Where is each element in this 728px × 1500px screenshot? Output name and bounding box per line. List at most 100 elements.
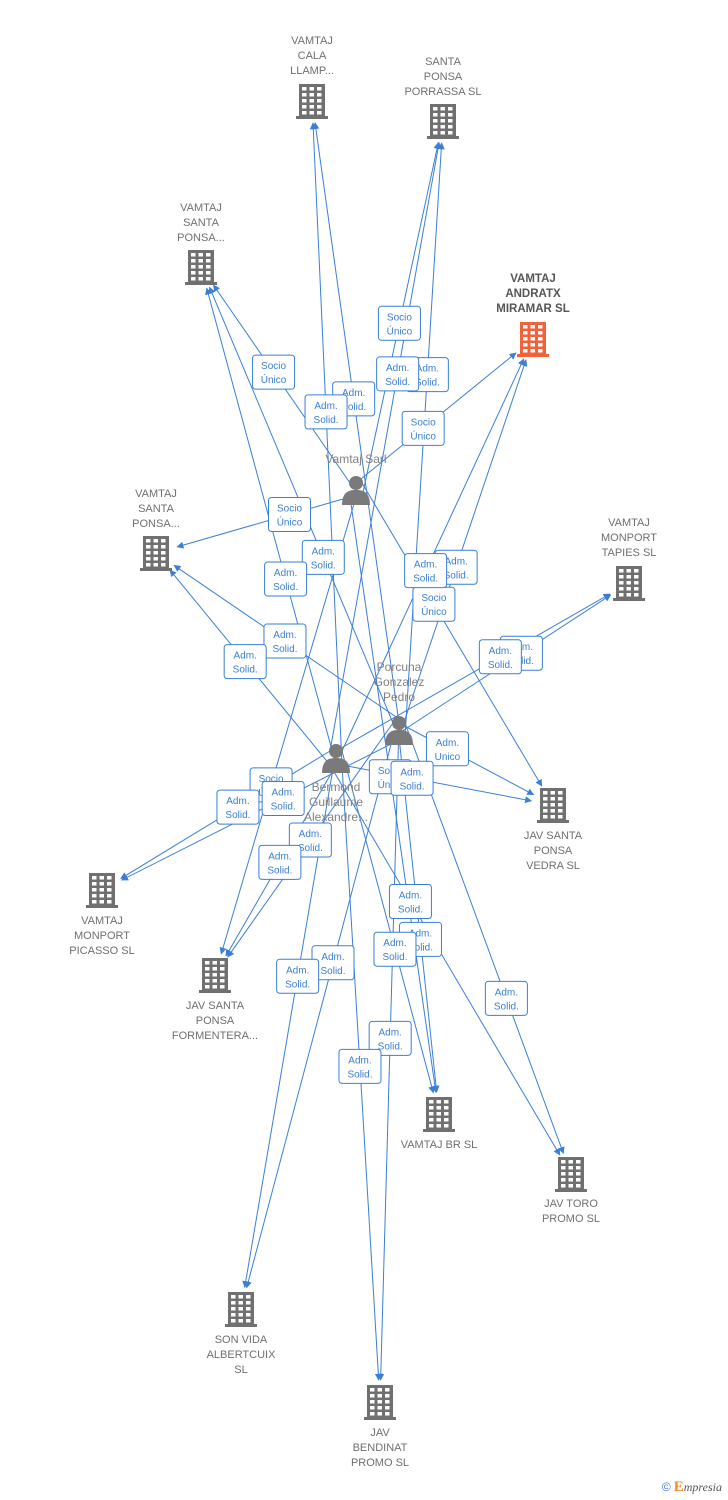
company-label-porrassa[interactable]: SANTA [425, 56, 462, 68]
edge-label-box[interactable] [390, 760, 434, 796]
edge-label[interactable]: Adm.Solid. [404, 553, 448, 589]
edge-label-box[interactable] [216, 789, 260, 825]
person-label-bermond[interactable]: Guillaume [309, 795, 363, 809]
building-icon-ponsa1[interactable] [185, 250, 217, 285]
company-label-cala[interactable]: VAMTAJ [291, 35, 333, 47]
company-label-ponsa1[interactable]: PONSA... [177, 232, 225, 244]
building-icon-vedra[interactable] [537, 788, 569, 823]
company-label-andratx[interactable]: MIRAMAR SL [496, 303, 569, 315]
edge-label[interactable]: Adm.Solid. [388, 884, 432, 920]
edge-label[interactable]: Adm.Solid. [338, 1048, 382, 1084]
building-icon-ponsa2[interactable] [140, 536, 172, 571]
building-icon-porrassa[interactable] [427, 104, 459, 139]
company-label-formentera[interactable]: FORMENTERA... [172, 1030, 258, 1042]
edge-label[interactable]: Adm.Solid. [276, 958, 320, 994]
person-label-porcuna[interactable]: Porcuna [377, 660, 422, 674]
edge-label-box[interactable] [401, 410, 445, 446]
person-label-vamtajsarl[interactable]: Vamtaj Sarl [325, 452, 386, 466]
company-label-picasso[interactable]: VAMTAJ [81, 915, 123, 927]
edge-label-box[interactable] [267, 496, 311, 532]
edge-label-box[interactable] [376, 356, 420, 392]
building-icon-andratx[interactable] [517, 322, 549, 357]
company-label-picasso[interactable]: MONPORT [74, 930, 130, 942]
building-icon-tapies[interactable] [613, 566, 645, 601]
company-label-porrassa[interactable]: PONSA [424, 71, 463, 83]
company-label-sonvida[interactable]: SL [234, 1364, 247, 1376]
company-label-bendinat[interactable]: PROMO SL [351, 1457, 409, 1469]
edge-label[interactable]: Adm.Solid. [373, 931, 417, 967]
edge-label[interactable]: Adm.Solid. [223, 644, 267, 680]
edge-label-box[interactable] [377, 305, 421, 341]
company-label-tapies[interactable]: MONPORT [601, 532, 657, 544]
edge-label-box[interactable] [425, 731, 469, 767]
edge-label-box[interactable] [373, 931, 417, 967]
company-label-andratx[interactable]: VAMTAJ [510, 273, 556, 285]
company-label-ponsa1[interactable]: VAMTAJ [180, 202, 222, 214]
edge-label-box[interactable] [368, 1020, 412, 1056]
edge-label[interactable]: Adm.Solid. [304, 394, 348, 430]
credit[interactable]: ©Empresia [662, 1479, 722, 1496]
edge-label-box[interactable] [484, 980, 528, 1016]
edge-label[interactable]: Adm.Solid. [390, 760, 434, 796]
edge-label-box[interactable] [388, 884, 432, 920]
edge-label-box[interactable] [338, 1048, 382, 1084]
building-icon-picasso[interactable] [86, 873, 118, 908]
company-label-ponsa2[interactable]: SANTA [138, 503, 175, 515]
person-label-bermond[interactable]: Bermond [312, 780, 361, 794]
edge-label[interactable]: Adm.Solid. [264, 561, 308, 597]
edge-label[interactable]: Adm.Solid. [376, 356, 420, 392]
edge-label-box[interactable] [301, 539, 345, 575]
edge-label[interactable]: Adm.Unico [425, 731, 469, 767]
company-label-sonvida[interactable]: ALBERTCUIX [207, 1349, 277, 1361]
company-label-ponsa2[interactable]: PONSA... [132, 518, 180, 530]
company-label-ponsa1[interactable]: SANTA [183, 217, 220, 229]
person-icon-vamtajsarl[interactable] [342, 476, 370, 505]
edge-label[interactable]: Adm.Solid. [258, 844, 302, 880]
company-label-ponsa2[interactable]: VAMTAJ [135, 488, 177, 500]
edge-label[interactable]: Adm.Solid. [216, 789, 260, 825]
company-label-tapies[interactable]: VAMTAJ [608, 517, 650, 529]
edge-label-box[interactable] [263, 623, 307, 659]
edge-label-box[interactable] [261, 781, 305, 817]
company-label-sonvida[interactable]: SON VIDA [215, 1334, 268, 1346]
company-label-br[interactable]: VAMTAJ BR SL [401, 1139, 478, 1151]
edge-label[interactable]: Adm.Solid. [311, 945, 355, 981]
edge-label-box[interactable] [404, 553, 448, 589]
person-label-porcuna[interactable]: Gonzalez [374, 675, 425, 689]
company-label-bendinat[interactable]: BENDINAT [353, 1442, 408, 1454]
company-label-tapies[interactable]: TAPIES SL [602, 547, 657, 559]
person-label-porcuna[interactable]: Pedro [383, 690, 415, 704]
company-label-formentera[interactable]: PONSA [196, 1015, 235, 1027]
edge-label-box[interactable] [304, 394, 348, 430]
company-label-porrassa[interactable]: PORRASSA SL [404, 86, 481, 98]
person-icon-porcuna[interactable] [385, 716, 413, 745]
company-label-andratx[interactable]: ANDRATX [505, 288, 561, 300]
building-icon-bendinat[interactable] [364, 1385, 396, 1420]
person-label-bermond[interactable]: Alexandre... [304, 810, 368, 824]
person-icon-bermond[interactable] [322, 744, 350, 773]
edge-label-box[interactable] [276, 958, 320, 994]
building-icon-formentera[interactable] [199, 958, 231, 993]
company-label-toro[interactable]: JAV TORO [544, 1198, 598, 1210]
building-icon-br[interactable] [423, 1097, 455, 1132]
company-label-vedra[interactable]: JAV SANTA [524, 830, 583, 842]
edge-label[interactable]: Adm.Solid. [484, 980, 528, 1016]
company-label-toro[interactable]: PROMO SL [542, 1213, 600, 1225]
company-label-bendinat[interactable]: JAV [370, 1427, 390, 1439]
company-label-formentera[interactable]: JAV SANTA [186, 1000, 245, 1012]
edge-label[interactable]: Adm.Solid. [478, 639, 522, 675]
company-label-cala[interactable]: LLAMP... [290, 65, 334, 77]
edge-label-box[interactable] [223, 644, 267, 680]
company-label-vedra[interactable]: VEDRA SL [526, 860, 580, 872]
building-icon-cala[interactable] [296, 84, 328, 119]
edge-label[interactable]: Adm.Solid. [261, 781, 305, 817]
edge-label[interactable]: Adm.Solid. [301, 539, 345, 575]
company-label-vedra[interactable]: PONSA [534, 845, 573, 857]
edge-label-box[interactable] [252, 354, 296, 390]
edge-label[interactable]: Adm.Solid. [263, 623, 307, 659]
